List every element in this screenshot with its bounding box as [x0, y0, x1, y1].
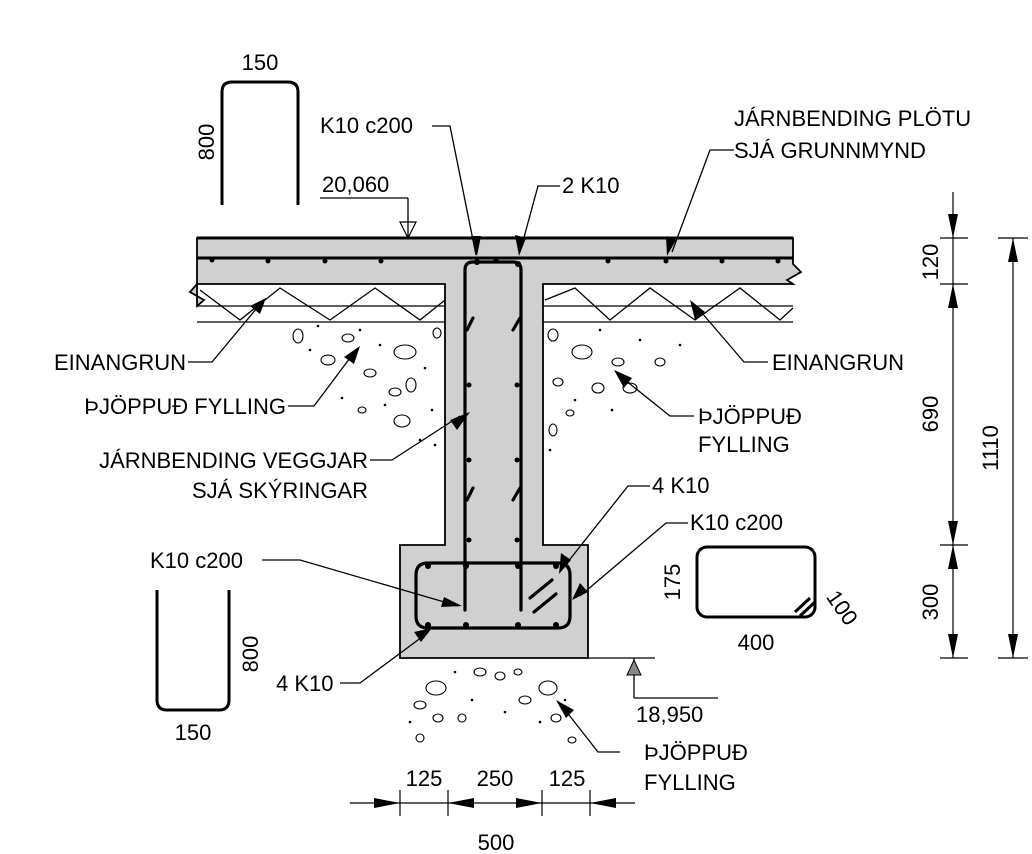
top-bar-detail: 150 800 [194, 50, 300, 205]
insulation-left-label: EINANGRUN [54, 350, 186, 375]
stirrup-right-label: K10 c200 [690, 510, 783, 535]
slab-reinforcement-line2: SJÁ GRUNNMYND [734, 138, 926, 163]
dim-500: 500 [478, 830, 515, 854]
slab-reinforcement-line1: JÁRNBENDING PLÖTU [734, 106, 971, 131]
compacted-fill-right [547, 328, 682, 452]
bottom-bar-detail: 800 150 [155, 590, 263, 745]
bottom-detail-height-label: 800 [238, 636, 263, 673]
vertical-dimensions: 120 690 300 1110 [918, 192, 1028, 659]
fill-bottom-line2: FYLLING [644, 770, 736, 795]
concrete-slab-wall-footing [188, 237, 803, 659]
slab-rebar-label: K10 c200 [320, 113, 413, 138]
compacted-fill-left [292, 324, 442, 447]
footing-bars-bottom-label: 4 K10 [276, 671, 334, 696]
stirrup-detail-height-label: 175 [660, 564, 685, 601]
horizontal-dimensions: 125 250 125 500 [350, 766, 635, 854]
annotations: K10 c200 2 K10 JÁRNBENDING PLÖTU SJÁ GRU… [54, 106, 971, 795]
dim-120: 120 [918, 244, 943, 281]
fill-left-label: ÞJÖPPUÐ FYLLING [84, 394, 286, 419]
footing-bars-top-label: 4 K10 [652, 473, 710, 498]
top-detail-height-label: 800 [194, 124, 219, 161]
wall-reinforcement-line2: SJÁ SKÝRINGAR [192, 478, 368, 503]
dim-1110: 1110 [978, 425, 1003, 471]
fill-right-line2: FYLLING [698, 432, 790, 457]
stirrup-detail-width-label: 400 [738, 630, 775, 655]
bottom-detail-width-label: 150 [175, 720, 212, 745]
dim-125-left: 125 [406, 766, 443, 791]
stirrup-left-label: K10 c200 [150, 548, 243, 573]
footing-level-marker: 18,950 [588, 657, 718, 727]
fill-right-line1: ÞJÖPPUÐ [698, 404, 802, 429]
insulation-right [543, 287, 794, 323]
wall-reinforcement-line1: JÁRNBENDING VEGGJAR [99, 448, 368, 473]
top-detail-width-label: 150 [242, 50, 279, 75]
compacted-fill-bottom [408, 667, 577, 744]
insulation-left [197, 287, 446, 323]
dim-300: 300 [918, 584, 943, 621]
footing-level-label: 18,950 [636, 702, 703, 727]
slab-level-marker: 20,060 [320, 172, 417, 240]
concrete-section [188, 236, 803, 659]
leader-lines [188, 125, 768, 753]
dim-690: 690 [918, 396, 943, 433]
dim-125-right: 125 [549, 766, 586, 791]
slab-level-label: 20,060 [322, 172, 389, 197]
wall-reinforcement [463, 259, 523, 612]
fill-bottom-line1: ÞJÖPPUÐ [644, 740, 748, 765]
footing-reinforcement [414, 561, 572, 630]
top-bars-label: 2 K10 [562, 173, 620, 198]
stirrup-detail: 175 400 100 [660, 545, 863, 655]
dim-250: 250 [477, 766, 514, 791]
insulation-right-label: EINANGRUN [772, 350, 904, 375]
stirrup-detail-hook-label: 100 [821, 585, 863, 629]
